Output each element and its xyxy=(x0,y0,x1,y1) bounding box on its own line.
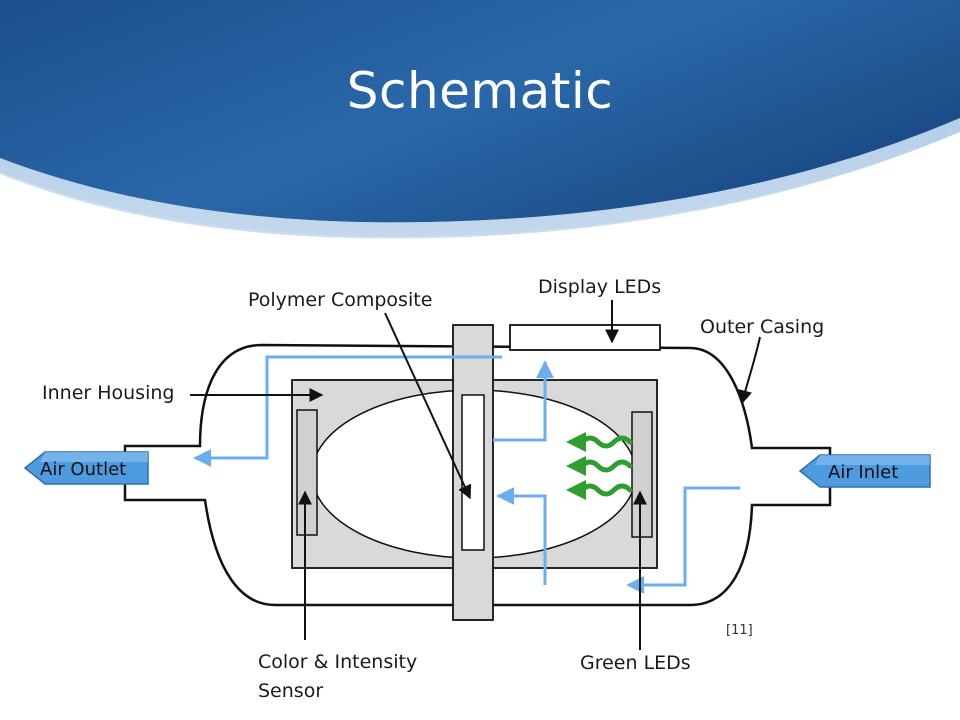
label-pointers xyxy=(190,300,761,650)
label-green-leds: Green LEDs xyxy=(580,652,691,674)
label-air-inlet: Air Inlet xyxy=(828,462,898,483)
air-flow-path xyxy=(193,355,740,594)
label-polymer-composite: Polymer Composite xyxy=(248,289,432,311)
color-sensor-plate xyxy=(296,409,318,536)
label-sensor-line1: Color & Intensity xyxy=(258,651,417,673)
display-leds-block xyxy=(509,324,661,351)
center-column xyxy=(452,324,494,621)
label-display-leds: Display LEDs xyxy=(538,276,661,298)
label-sensor-line2: Sensor xyxy=(258,680,323,702)
polymer-composite-strip xyxy=(461,394,485,551)
label-air-outlet: Air Outlet xyxy=(40,459,126,480)
green-light-waves xyxy=(566,432,633,500)
slide-title: Schematic xyxy=(346,62,614,120)
label-outer-casing: Outer Casing xyxy=(700,316,824,338)
air-outlet-tag: Air Outlet xyxy=(23,451,149,485)
air-inlet-tag: Air Inlet xyxy=(798,454,931,488)
title-banner xyxy=(0,0,960,250)
citation: [11] xyxy=(726,623,753,638)
green-led-plate xyxy=(631,411,653,538)
label-inner-housing: Inner Housing xyxy=(42,382,174,404)
